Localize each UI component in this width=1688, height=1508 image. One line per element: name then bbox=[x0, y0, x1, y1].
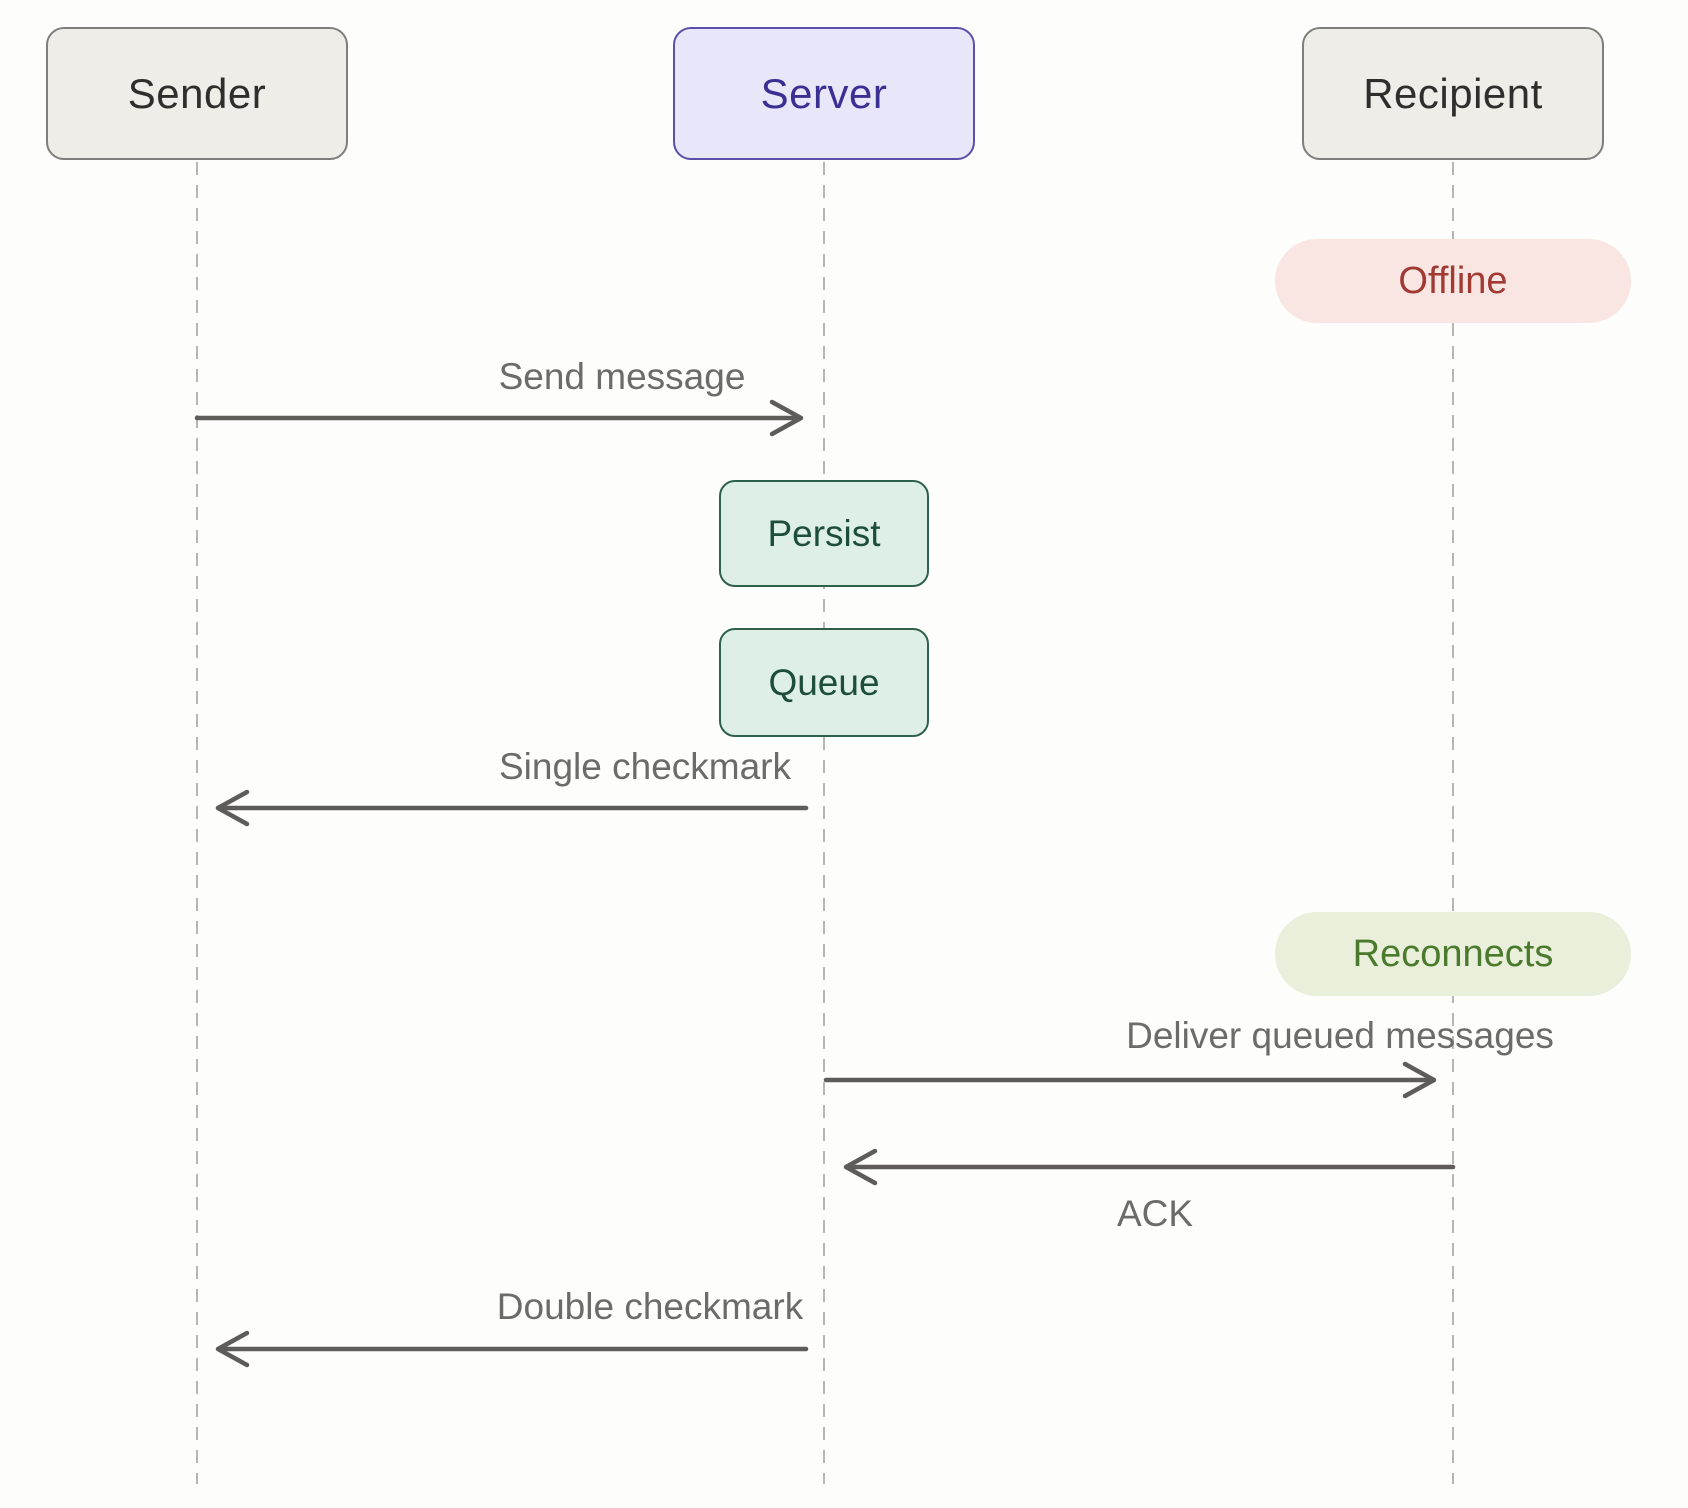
status-badge-reconnects-label: Reconnects bbox=[1352, 932, 1554, 975]
message-label-deliver-queued: Deliver queued messages bbox=[1126, 1015, 1554, 1056]
arrowhead-left-icon bbox=[843, 1148, 878, 1186]
arrowhead-right-icon bbox=[1402, 1061, 1437, 1099]
arrow-send-message bbox=[194, 399, 804, 437]
actor-label-sender: Sender bbox=[127, 69, 267, 117]
actor-box-recipient: Recipient bbox=[1302, 27, 1604, 160]
arrow-ack bbox=[843, 1148, 1456, 1186]
arrow-single-checkmark bbox=[215, 789, 809, 827]
server-action-queue-label: Queue bbox=[768, 661, 880, 703]
status-badge-reconnects: Reconnects bbox=[1275, 912, 1631, 996]
status-badge-offline: Offline bbox=[1275, 239, 1631, 323]
server-action-persist-label: Persist bbox=[767, 512, 881, 554]
message-label-double-checkmark: Double checkmark bbox=[496, 1286, 804, 1327]
arrowhead-left-icon bbox=[215, 789, 250, 827]
arrowhead-right-icon bbox=[769, 399, 804, 437]
actor-box-sender: Sender bbox=[46, 27, 348, 160]
arrowhead-left-icon bbox=[215, 1330, 250, 1368]
server-action-queue: Queue bbox=[719, 628, 929, 737]
actor-label-server: Server bbox=[760, 69, 888, 117]
arrow-double-checkmark bbox=[215, 1330, 809, 1368]
arrow-deliver-queued bbox=[823, 1061, 1437, 1099]
message-label-send-message: Send message bbox=[498, 356, 746, 397]
message-label-single-checkmark: Single checkmark bbox=[498, 746, 792, 787]
actor-label-recipient: Recipient bbox=[1363, 69, 1543, 117]
server-action-persist: Persist bbox=[719, 480, 929, 587]
status-badge-offline-label: Offline bbox=[1398, 259, 1508, 302]
message-label-ack: ACK bbox=[1116, 1193, 1194, 1234]
actor-box-server: Server bbox=[673, 27, 975, 160]
